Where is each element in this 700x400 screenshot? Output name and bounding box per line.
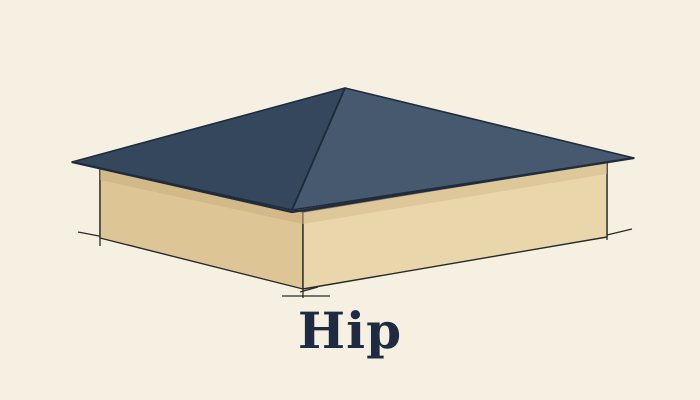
hip-ridge-line bbox=[291, 87, 346, 211]
right-eave-shadow bbox=[303, 162, 607, 224]
roof-type-caption: Hip bbox=[297, 301, 403, 360]
left-eave-shadow bbox=[100, 168, 303, 224]
roof-eave-edge bbox=[71, 156, 635, 214]
